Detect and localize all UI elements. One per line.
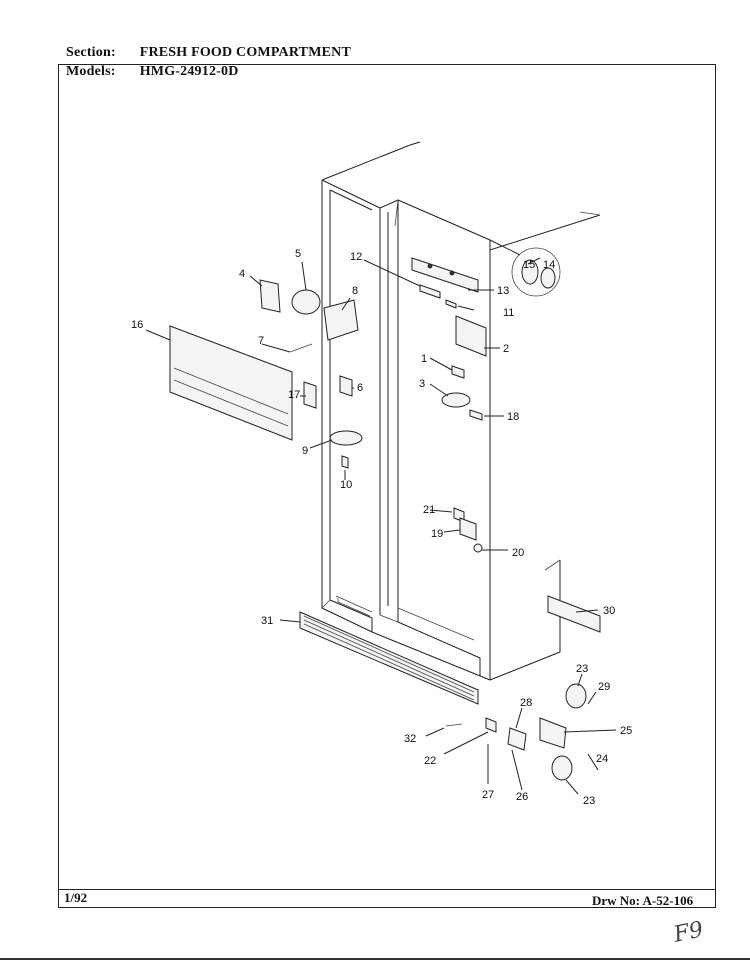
light-housing <box>411 257 479 309</box>
cabinet-shell <box>321 141 601 681</box>
part-23-roller-lower <box>551 755 573 781</box>
callout-11: 11 <box>503 307 514 319</box>
callout-27: 27 <box>482 789 494 801</box>
part-7-rod <box>289 343 313 353</box>
part-14-lamp <box>540 267 556 289</box>
callout-20: 20 <box>512 547 524 559</box>
callout-1: 1 <box>421 353 427 365</box>
callout-30: 30 <box>603 605 615 617</box>
part-18-sensor <box>469 409 483 421</box>
callout-14: 14 <box>543 259 555 271</box>
part-16-cover <box>169 325 293 441</box>
callout-22: 22 <box>424 755 436 767</box>
part-32-screw <box>445 723 463 727</box>
toe-grille <box>299 611 479 705</box>
callout-26: 26 <box>516 791 528 803</box>
callout-10: 10 <box>340 479 352 491</box>
models-label: Models: <box>66 64 116 79</box>
section-label: Section: <box>66 45 116 60</box>
part-1-switch <box>451 365 465 379</box>
part-20-screw <box>473 543 483 553</box>
drawing-number: Drw No: A-52-106 <box>592 893 694 908</box>
revision-date: 1/92 <box>64 890 88 905</box>
diagram-frame <box>58 64 716 908</box>
part-4-bracket <box>259 279 281 313</box>
callout-8: 8 <box>352 285 358 297</box>
callout-16: 16 <box>131 319 143 331</box>
callout-13: 13 <box>497 285 509 297</box>
leader-lines <box>145 257 617 795</box>
callout-7: 7 <box>258 335 264 347</box>
model-number: HMG-24912-0D <box>139 64 239 79</box>
part-30-rail <box>547 595 601 633</box>
callout-15: 15 <box>523 259 535 271</box>
callout-24: 24 <box>596 753 608 765</box>
callout-4: 4 <box>239 268 245 280</box>
footer-divider <box>58 889 716 890</box>
part-6-clip <box>339 375 353 397</box>
page-bottom-rule <box>0 958 750 960</box>
part-25-bracket <box>539 717 567 749</box>
part-3-knob <box>441 392 471 408</box>
callout-25: 25 <box>620 725 632 737</box>
callout-31: 31 <box>261 615 273 627</box>
part-19-bracket <box>459 517 477 541</box>
callout-5: 5 <box>295 248 301 260</box>
lamp-detail-circle <box>511 247 561 297</box>
part-10-screw <box>341 455 349 469</box>
section-title: FRESH FOOD COMPARTMENT <box>139 45 352 60</box>
callout-6: 6 <box>357 382 363 394</box>
part-22-clip <box>485 717 497 733</box>
callout-29: 29 <box>598 681 610 693</box>
callout-18: 18 <box>507 411 519 423</box>
callout-23-lower: 23 <box>583 795 595 807</box>
part-2-bracket <box>455 315 487 357</box>
part-8-housing <box>323 299 359 341</box>
callout-17: 17 <box>288 389 300 401</box>
callout-12: 12 <box>350 251 362 263</box>
section-line: Section: FRESH FOOD COMPARTMENT <box>66 45 351 61</box>
part-17-hinge <box>303 381 317 409</box>
callout-19: 19 <box>431 528 443 540</box>
callout-9: 9 <box>302 445 308 457</box>
part-9-gear <box>329 430 363 446</box>
callout-3: 3 <box>419 378 425 390</box>
part-23-roller-upper <box>565 683 587 709</box>
part-5-motor <box>291 289 321 315</box>
callout-labels: 1 2 3 4 5 6 7 8 9 10 11 12 13 14 15 16 1… <box>131 248 632 807</box>
callout-23-upper: 23 <box>576 663 588 675</box>
callout-28: 28 <box>520 697 532 709</box>
callout-32: 32 <box>404 733 416 745</box>
part-28-bracket <box>507 727 527 751</box>
part-15-socket <box>521 259 539 285</box>
models-line: Models: HMG-24912-0D <box>66 64 239 80</box>
callout-21: 21 <box>423 504 435 516</box>
callout-2: 2 <box>503 343 509 355</box>
